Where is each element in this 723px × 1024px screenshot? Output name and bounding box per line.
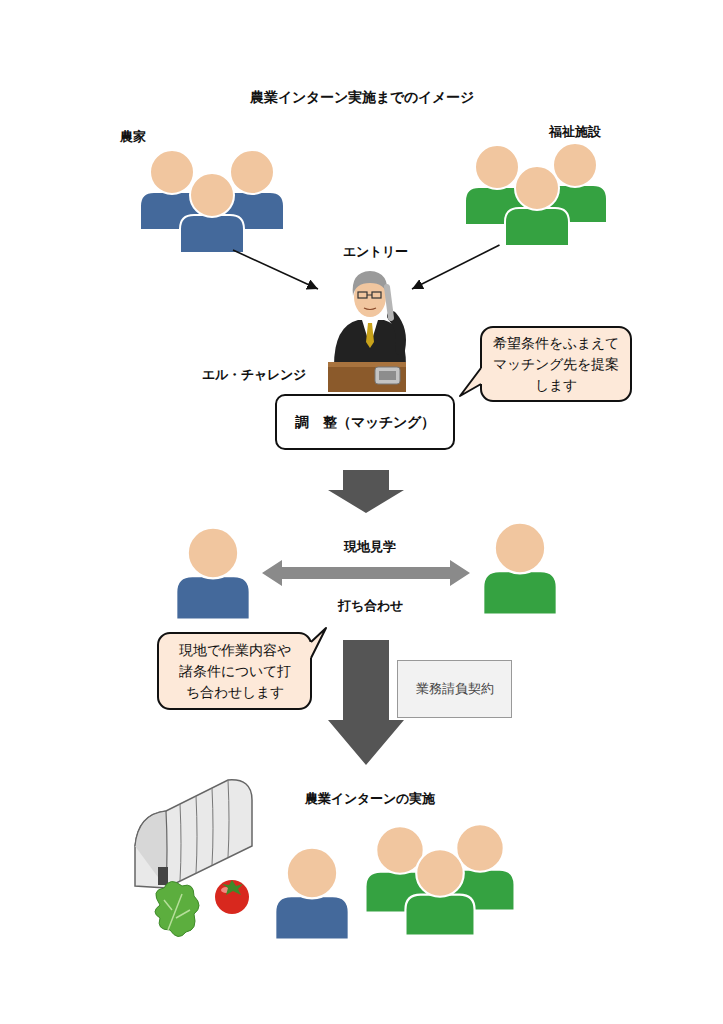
farmer-group-icon [140, 150, 284, 253]
welfare-group: 福祉施設 [462, 145, 612, 245]
annotation-label: 現地見学 [341, 538, 399, 556]
annotation-label: 農業インターンの実施 [302, 790, 438, 808]
annotation-label: エントリー [340, 243, 411, 261]
operator-figure [328, 271, 406, 392]
welfare-group-icon [365, 824, 514, 935]
group-heading: エル・チャレンジ [200, 366, 308, 384]
node-text: 調 整（マッチング） [295, 412, 435, 433]
entry-arrow [233, 250, 318, 289]
contract-box: 業務請負契約 [397, 660, 512, 718]
farmer-group: 農家 [140, 150, 290, 250]
tomato-icon [215, 880, 249, 914]
speech-callout: 希望条件をふまえて マッチング先を提案 します [480, 326, 632, 402]
greenhouse-icon [135, 780, 252, 888]
entry-arrow [412, 245, 500, 289]
diagram-title: 農業インターン実施までのイメージ [247, 89, 477, 107]
node-text: 希望条件をふまえて マッチング先を提案 します [492, 333, 620, 396]
group-heading: 福祉施設 [547, 123, 603, 141]
group-heading: 農家 [118, 128, 148, 146]
flow-arrow [328, 640, 404, 765]
welfare-group-icon [465, 143, 607, 246]
node-text: 現地で作業内容や 諸条件について打 ち合わせします [171, 640, 298, 703]
flow-arrow [328, 470, 404, 513]
annotation-label: 打ち合わせ [335, 597, 406, 615]
lettuce-icon [155, 881, 199, 936]
speech-callout: 現地で作業内容や 諸条件について打 ち合わせします [157, 632, 312, 710]
process-box: 調 整（マッチング） [275, 394, 455, 450]
double-arrow [262, 560, 470, 586]
node-text: 業務請負契約 [416, 679, 494, 699]
coordinator: エル・チャレンジ [318, 268, 412, 392]
